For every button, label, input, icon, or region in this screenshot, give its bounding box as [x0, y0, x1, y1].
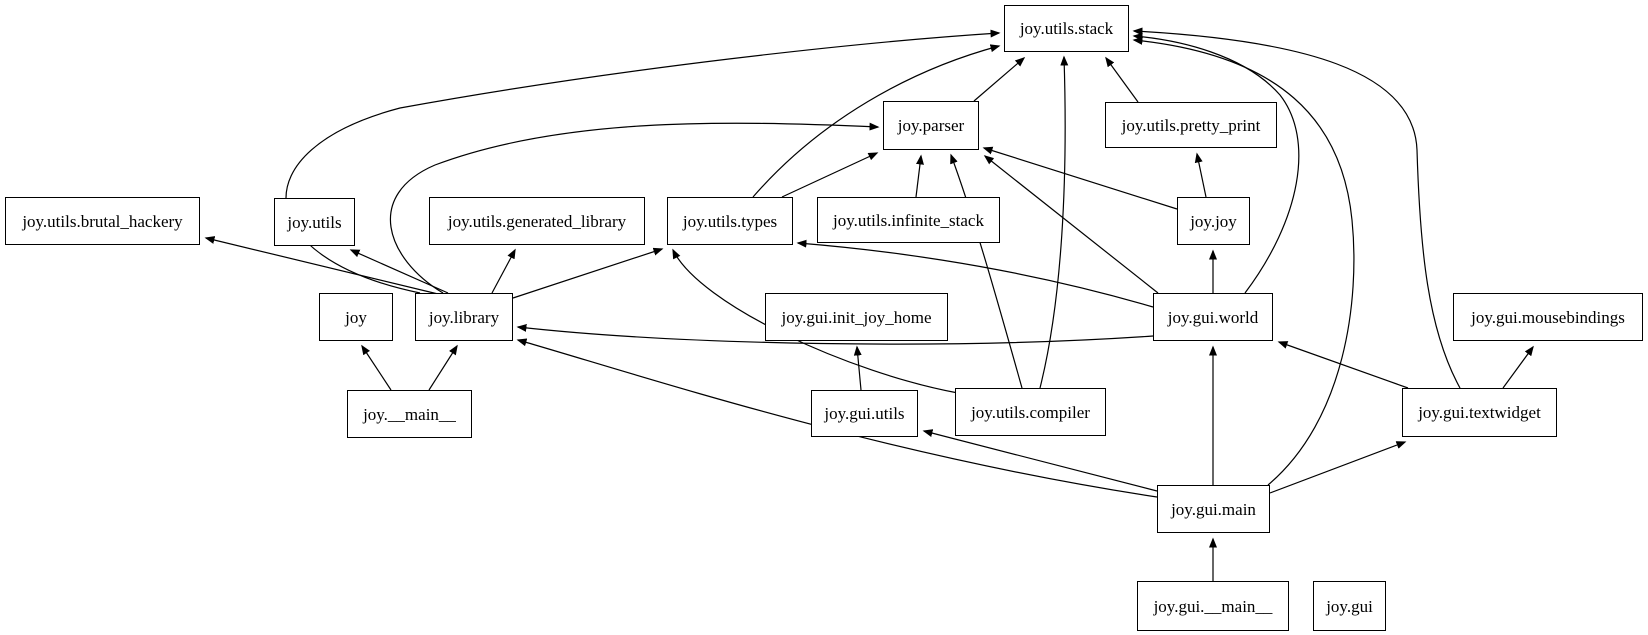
edge-joy-gui-world-to-joy-parser: [983, 155, 1159, 294]
node-joy-utils-generated-library: joy.utils.generated_library: [429, 197, 645, 245]
edge-joy-gui-world-to-joy-utils-types: [796, 239, 1154, 308]
edge-joy-utils-infinite-stack-to-joy-parser: [915, 154, 924, 198]
node-joy-utils-compiler: joy.utils.compiler: [955, 388, 1106, 436]
node-joy-library: joy.library: [415, 293, 513, 341]
edge-joy-gui-utils-to-joy-gui-init-joy-home: [853, 345, 862, 391]
edge-joy-gui-textwidget-to-joy-utils-stack: [1132, 27, 1461, 389]
node-joy-gui-init-joy-home: joy.gui.init_joy_home: [765, 293, 948, 341]
edge-joy-gui-world-to-joy-utils-stack: [1132, 32, 1300, 294]
edge-joy-library-to-joy-utils-brutal-hackery: [204, 236, 439, 295]
node-joy-utils-pretty-print: joy.utils.pretty_print: [1105, 102, 1277, 148]
edge-joy-utils-compiler-to-joy-parser: [950, 153, 1023, 389]
edge-joy-library-to-joy-utils-types: [512, 247, 664, 299]
edge-joy-utils-pretty-print-to-joy-utils-stack: [1105, 56, 1139, 103]
edge-joy-utils-types-to-joy-parser: [781, 152, 879, 198]
node-joy-utils: joy.utils: [274, 198, 355, 246]
edge-joy-dunder-main-to-joy: [361, 344, 392, 391]
node-joy-gui-main: joy.gui.main: [1157, 485, 1270, 533]
node-joy-gui-textwidget: joy.gui.textwidget: [1402, 388, 1557, 437]
node-joy-utils-stack: joy.utils.stack: [1004, 5, 1129, 52]
edge-joy-gui-world-to-joy-library: [516, 323, 1154, 345]
edge-joy-library-to-joy-utils-generated-library: [491, 248, 516, 294]
node-joy-gui-mousebindings: joy.gui.mousebindings: [1453, 293, 1643, 341]
edge-joy-dunder-main-to-joy-library: [428, 344, 458, 391]
node-joy-gui-dunder-main: joy.gui.__main__: [1137, 581, 1289, 631]
node-joy-utils-infinite-stack: joy.utils.infinite_stack: [817, 197, 1000, 243]
edge-joy-utils-types-to-joy-utils-stack: [752, 44, 1001, 198]
edge-joy-joy-to-joy-utils-pretty-print: [1194, 152, 1207, 198]
node-joy-utils-brutal-hackery: joy.utils.brutal_hackery: [5, 197, 200, 245]
edge-joy-gui-main-to-joy-gui-textwidget: [1269, 441, 1407, 494]
node-joy-gui-world: joy.gui.world: [1153, 293, 1273, 341]
node-joy-gui-utils: joy.gui.utils: [811, 390, 918, 437]
edge-joy-gui-main-to-joy-utils-stack: [1132, 36, 1355, 486]
edge-joy-utils-compiler-to-joy-utils-stack: [1039, 55, 1069, 389]
node-joy-utils-types: joy.utils.types: [667, 197, 793, 245]
edge-joy-library-to-joy-utils-stack: [285, 29, 1001, 294]
node-joy-joy: joy.joy: [1177, 197, 1250, 245]
node-joy-parser: joy.parser: [883, 101, 979, 150]
edge-joy-gui-main-to-joy-gui-utils: [922, 429, 1158, 492]
edge-joy-parser-to-joy-utils-stack: [973, 57, 1026, 102]
node-joy-gui: joy.gui: [1313, 581, 1386, 631]
node-joy: joy: [319, 293, 393, 341]
node-joy-dunder-main: joy.__main__: [347, 390, 472, 438]
edge-joy-library-to-joy-parser: [389, 122, 880, 294]
edge-joy-joy-to-joy-parser: [982, 146, 1178, 210]
edge-joy-gui-textwidget-to-joy-gui-mousebindings: [1502, 345, 1534, 389]
edge-joy-gui-main-to-joy-library: [516, 338, 1158, 498]
edge-joy-gui-textwidget-to-joy-gui-world: [1277, 341, 1409, 389]
